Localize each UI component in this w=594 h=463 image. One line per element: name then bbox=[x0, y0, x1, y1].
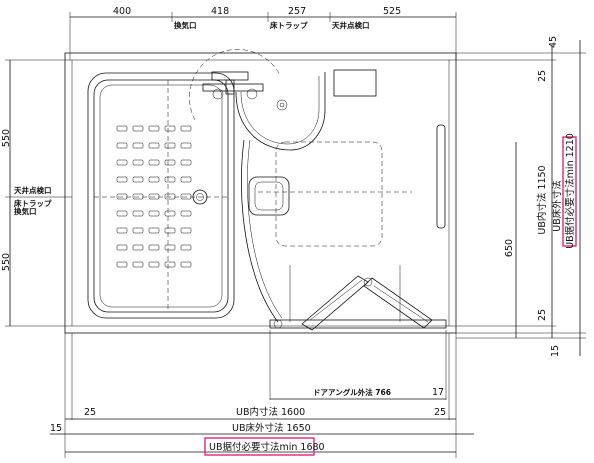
install-height-highlight bbox=[562, 136, 577, 247]
right-dim-15: 15 bbox=[550, 345, 561, 357]
top-dim-400: 400 bbox=[113, 6, 131, 17]
door-angle-outer-label: ドアアングル外法 766 bbox=[313, 387, 391, 397]
right-dimensions: 45 25 UB内寸法 1150 UB床外寸法 650 25 15 UB据付必要… bbox=[449, 36, 586, 357]
vent-label-top: 換気口 bbox=[174, 20, 197, 30]
stool-icon bbox=[248, 176, 290, 216]
dim-650: 650 bbox=[504, 239, 515, 257]
top-dim-525: 525 bbox=[383, 6, 401, 17]
wall-shelf bbox=[333, 69, 377, 97]
left-floor-trap-label: 床トラップ bbox=[14, 198, 52, 208]
bathtub bbox=[87, 72, 235, 319]
top-dim-257: 257 bbox=[288, 6, 306, 17]
top-dim-418: 418 bbox=[211, 6, 229, 17]
ub-install-height: UB据付必要寸法min 1210 bbox=[564, 133, 576, 249]
tub-floor-grip-pattern bbox=[116, 125, 192, 268]
dim-17: 17 bbox=[432, 387, 444, 398]
ub-floor-outer-height: UB床外寸法 bbox=[551, 180, 563, 231]
left-vent-label: 換気口 bbox=[14, 206, 37, 216]
floor-trap-label-top: 床トラップ bbox=[270, 20, 308, 30]
right-dim-45: 45 bbox=[548, 36, 559, 48]
faucet-and-basin bbox=[189, 49, 326, 151]
left-dimensions: 550 550 天井点検口 床トラップ 換気口 bbox=[1, 59, 72, 327]
bottom-dimensions: ドアアングル外法 766 17 25 UB内寸法 1600 25 15 UB床外… bbox=[50, 330, 474, 458]
unit-outline bbox=[64, 52, 457, 334]
left-dim-550-bottom: 550 bbox=[1, 253, 12, 271]
right-dim-25-top: 25 bbox=[537, 70, 548, 82]
install-width-highlight bbox=[204, 437, 315, 456]
left-ceiling-hatch-label: 天井点検口 bbox=[14, 185, 52, 195]
top-dimension-chain: 400 418 257 525 換気口 床トラップ 天井点検口 bbox=[69, 6, 457, 60]
ub-install-width: UB据付必要寸法min 1680 bbox=[209, 441, 325, 453]
bottom-dim-15: 15 bbox=[50, 423, 62, 434]
folding-door bbox=[269, 275, 447, 331]
bottom-dim-25-right: 25 bbox=[434, 407, 446, 418]
ub-inner-width: UB内寸法 1600 bbox=[236, 406, 305, 418]
basin-drain-icon bbox=[276, 99, 288, 111]
ceiling-hatch-label-top: 天井点検口 bbox=[332, 20, 370, 30]
right-dim-25-bottom: 25 bbox=[537, 309, 548, 321]
bottom-dim-25-left: 25 bbox=[84, 407, 96, 418]
floor-mat bbox=[275, 141, 383, 247]
ub-floor-outer-width: UB床外寸法 1650 bbox=[232, 422, 311, 434]
left-dim-550-top: 550 bbox=[1, 129, 12, 147]
grab-bar bbox=[436, 124, 446, 229]
ub-inner-height: UB内寸法 1150 bbox=[536, 165, 548, 234]
